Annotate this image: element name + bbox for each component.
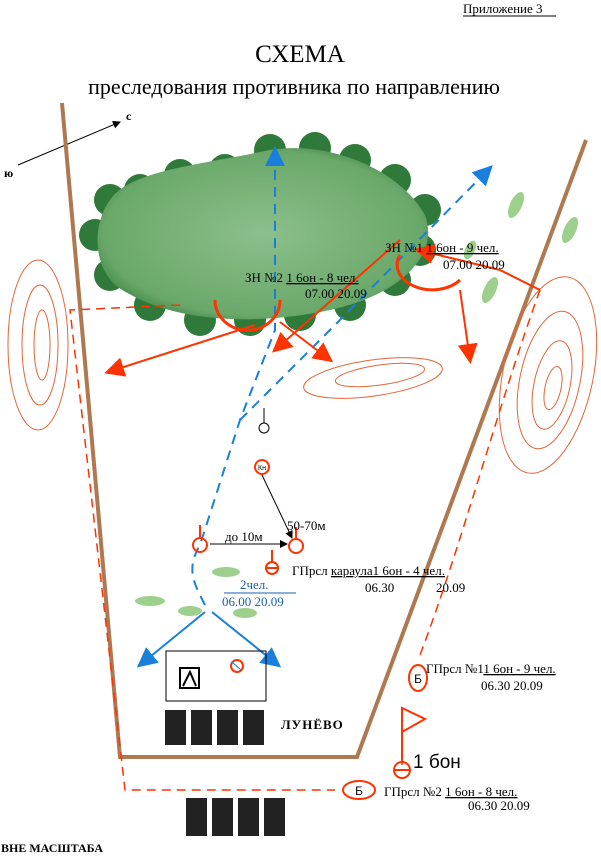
- blue-dispersal-arrows: [136, 611, 282, 668]
- contour-hill-right: [498, 276, 598, 474]
- blue-advance-routes: [191, 146, 493, 606]
- contour-hill-center: [303, 357, 443, 399]
- distance-arrow-1: [261, 474, 293, 539]
- village-houses: [165, 710, 285, 836]
- guard-symbols: [192, 459, 428, 800]
- village-outpost: [165, 650, 267, 702]
- patrol-unit: 2чел.: [240, 577, 269, 592]
- observer-symbol: [258, 408, 270, 434]
- gp2-label: ГПрсл №2 1 6он - 8 чел.: [384, 784, 517, 799]
- red-pursuit-routes: [69, 289, 541, 791]
- battalion-label: 1 бон: [413, 752, 461, 773]
- village-name: ЛУНЁВО: [281, 717, 344, 732]
- scheme-title: СХЕМА: [255, 41, 345, 68]
- zn1-label: ЗН №1 1 6он - 9 чел.: [385, 240, 499, 255]
- forest: [79, 132, 441, 336]
- gp2-time: 06.30 20.09: [468, 798, 530, 813]
- guard-time: 06.30: [365, 580, 394, 595]
- distance-50-70: 50-70м: [287, 518, 326, 533]
- distance-10: до 10м: [225, 529, 263, 544]
- b-symbol-1: Б: [414, 672, 422, 686]
- b-symbol-2: Б: [355, 784, 363, 798]
- kn-symbol: Кн: [258, 465, 266, 472]
- boundary-road: [60, 102, 588, 759]
- compass-north: с: [126, 109, 132, 123]
- bushes: [135, 192, 579, 618]
- scheme-subtitle: преследования противника по направлению: [88, 74, 500, 99]
- appendix-label: Приложение 3: [463, 1, 543, 16]
- patrol-time: 06.00 20.09: [222, 594, 284, 609]
- zn2-label: ЗН №2 1 6он - 8 чел.: [245, 270, 359, 285]
- gp1-time: 06.30 20.09: [481, 678, 543, 693]
- contour-hill-left: [7, 259, 69, 431]
- gp1-label: ГПрсл №11 6он - 9 чел.: [426, 661, 556, 676]
- compass-south: ю: [4, 166, 13, 180]
- red-attack-arrows: [104, 239, 541, 377]
- guard-date: 20.09: [436, 580, 465, 595]
- guard-label: ГПрсл караула1 6он - 4 чел.: [292, 563, 445, 578]
- compass: с ю: [4, 109, 132, 180]
- zn2-time: 07.00 20.09: [305, 286, 367, 301]
- scale-note: ВНЕ МАСШТАБА: [1, 841, 103, 855]
- zn1-time: 07.00 20.09: [443, 257, 505, 272]
